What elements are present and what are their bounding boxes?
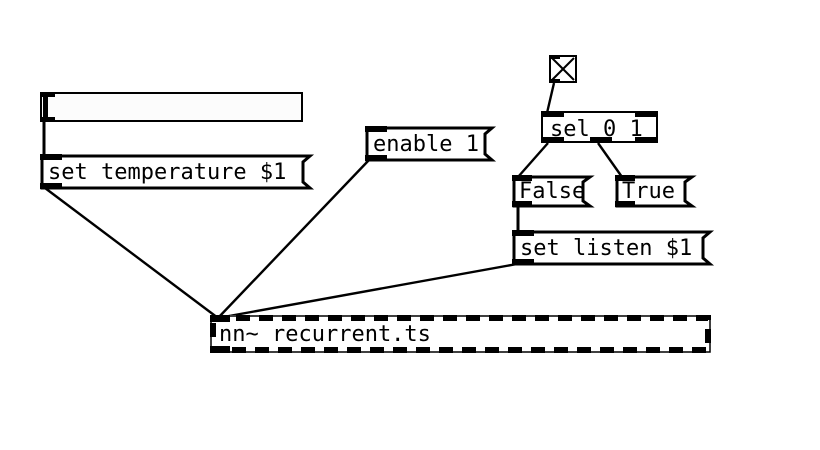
toggle-inlet-0[interactable] <box>549 55 560 59</box>
object-nn-recurrent-inlet-0[interactable] <box>210 315 230 322</box>
hslider-outlet-0[interactable] <box>41 117 55 121</box>
object-sel-outlet-0[interactable] <box>542 137 564 142</box>
message-enable-label: enable 1 <box>373 132 479 157</box>
message-false[interactable]: False <box>512 175 595 208</box>
temperature-hslider[interactable] <box>40 92 303 122</box>
message-set-listen-label: set listen $1 <box>520 236 693 261</box>
object-sel-outlet-2[interactable] <box>635 137 657 142</box>
message-true[interactable]: True <box>615 175 697 208</box>
cord-sel-out1-to-true <box>597 142 623 178</box>
message-enable-outlet-0[interactable] <box>365 155 387 161</box>
cord-sel-out0-to-false <box>517 142 549 178</box>
object-sel-label: sel 0 1 <box>550 117 643 142</box>
message-false-inlet-0[interactable] <box>512 175 532 181</box>
message-enable[interactable]: enable 1 <box>365 126 497 162</box>
message-true-outlet-0[interactable] <box>615 201 635 207</box>
toggle-outlet-0[interactable] <box>549 79 560 83</box>
object-sel[interactable]: sel 0 1 <box>541 111 658 143</box>
object-sel-inlet-0[interactable] <box>542 112 564 117</box>
cord-set-temperature-to-nn <box>44 187 219 319</box>
signal-object-dashed-border <box>210 315 711 353</box>
message-set-temperature-outlet-0[interactable] <box>40 183 62 189</box>
message-set-temperature-inlet-0[interactable] <box>40 154 62 160</box>
message-set-listen-inlet-0[interactable] <box>512 230 534 236</box>
listen-toggle[interactable] <box>549 55 577 83</box>
hslider-knob[interactable] <box>43 95 48 119</box>
x-mark-icon <box>551 57 575 81</box>
hslider-inlet-0[interactable] <box>41 93 55 97</box>
message-set-listen[interactable]: set listen $1 <box>512 230 715 266</box>
message-true-inlet-0[interactable] <box>615 175 635 181</box>
message-false-outlet-0[interactable] <box>512 201 532 207</box>
object-nn-recurrent-label: nn~ recurrent.ts <box>219 322 431 347</box>
object-nn-recurrent-outlet-0[interactable] <box>210 346 230 353</box>
object-sel-inlet-1[interactable] <box>635 112 657 117</box>
object-nn-recurrent[interactable]: nn~ recurrent.ts <box>210 315 711 353</box>
message-true-label: True <box>622 179 675 204</box>
message-enable-inlet-0[interactable] <box>365 126 387 132</box>
object-sel-outlet-1[interactable] <box>590 137 612 142</box>
cord-toggle-to-sel <box>545 82 556 114</box>
cord-set-listen-to-nn <box>217 262 518 320</box>
message-set-temperature-label: set temperature $1 <box>48 160 287 185</box>
message-set-temperature[interactable]: set temperature $1 <box>40 154 315 190</box>
message-false-label: False <box>519 179 586 204</box>
message-set-listen-outlet-0[interactable] <box>512 259 534 265</box>
